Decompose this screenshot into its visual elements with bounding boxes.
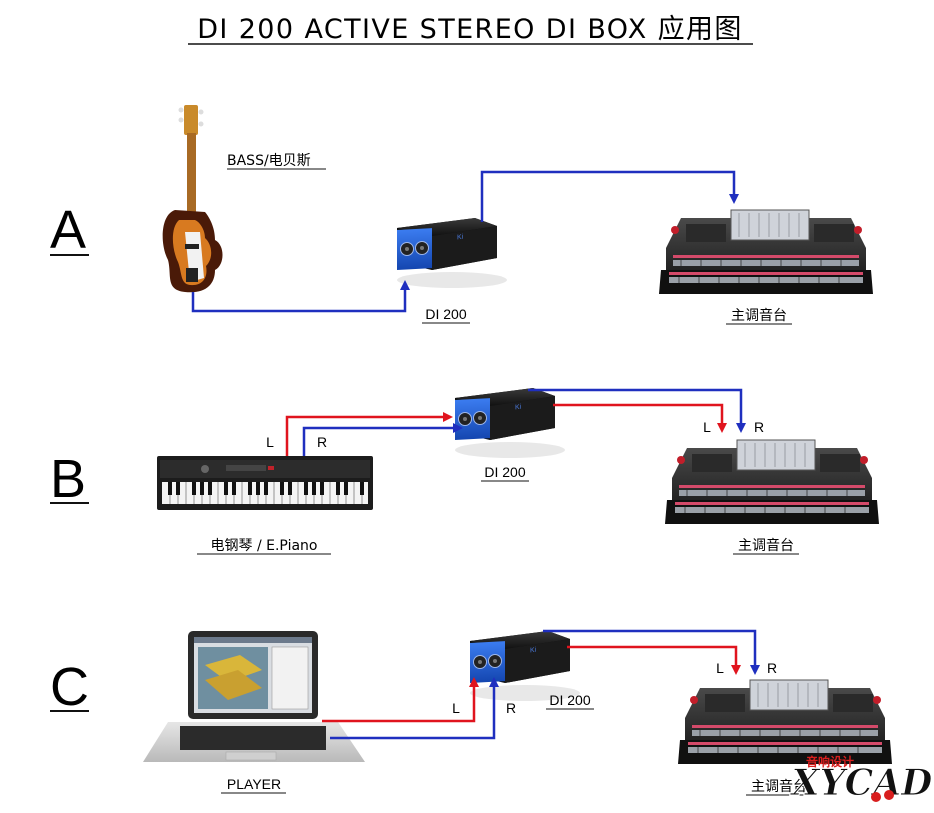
left-channel-label: L xyxy=(452,700,460,716)
source-label: BASS/电贝斯 xyxy=(227,153,311,169)
di-box-icon xyxy=(455,388,565,458)
mixer-label: 主调音台 xyxy=(731,307,787,324)
cable-right-to-di xyxy=(330,682,494,738)
mixer-label: 主调音台 xyxy=(738,537,794,554)
section-letter: C xyxy=(50,657,89,717)
cable-left-to-di xyxy=(287,417,448,456)
mixer-console-icon xyxy=(665,440,879,524)
source-label: PLAYER xyxy=(227,776,281,792)
cable-di-left-to-mixer xyxy=(553,405,722,428)
mixer-left-label: L xyxy=(716,660,724,676)
mixer-console-icon xyxy=(678,680,892,764)
cable-di-left-to-mixer xyxy=(567,647,736,670)
cable-right-to-di xyxy=(304,428,458,456)
di-label: DI 200 xyxy=(484,464,525,480)
source-label: 电钢琴 / E.Piano xyxy=(211,538,318,554)
watermark-main: XYCAD xyxy=(790,762,933,804)
right-channel-label: R xyxy=(317,434,327,450)
section-letter: A xyxy=(50,200,86,260)
section-a: A BASS/电贝斯 DI 200 主调音台 xyxy=(50,105,873,324)
section-c: C PLAYER DI 200 L R 主调音台 L R xyxy=(50,631,892,795)
di-box-icon xyxy=(470,631,580,701)
mixer-right-label: R xyxy=(767,660,777,676)
right-channel-label: R xyxy=(506,700,516,716)
di-box-icon xyxy=(397,218,507,288)
page-title: DI 200 ACTIVE STEREO DI BOX 应用图 xyxy=(197,14,743,45)
di-label: DI 200 xyxy=(425,306,466,322)
mixer-left-label: L xyxy=(703,419,711,435)
mixer-right-label: R xyxy=(754,419,764,435)
mixer-console-icon xyxy=(659,210,873,294)
left-channel-label: L xyxy=(266,434,274,450)
laptop-icon xyxy=(143,631,365,762)
bass-guitar-icon xyxy=(163,105,223,292)
section-letter: B xyxy=(50,449,86,509)
di-label: DI 200 xyxy=(549,692,590,708)
cable-di-to-mixer xyxy=(482,172,734,222)
cable-bass-to-di xyxy=(193,285,405,311)
keyboard-icon xyxy=(157,456,373,510)
xycad-watermark-logo: 音响设计 XYCAD xyxy=(790,754,933,804)
section-b: B xyxy=(50,388,879,554)
